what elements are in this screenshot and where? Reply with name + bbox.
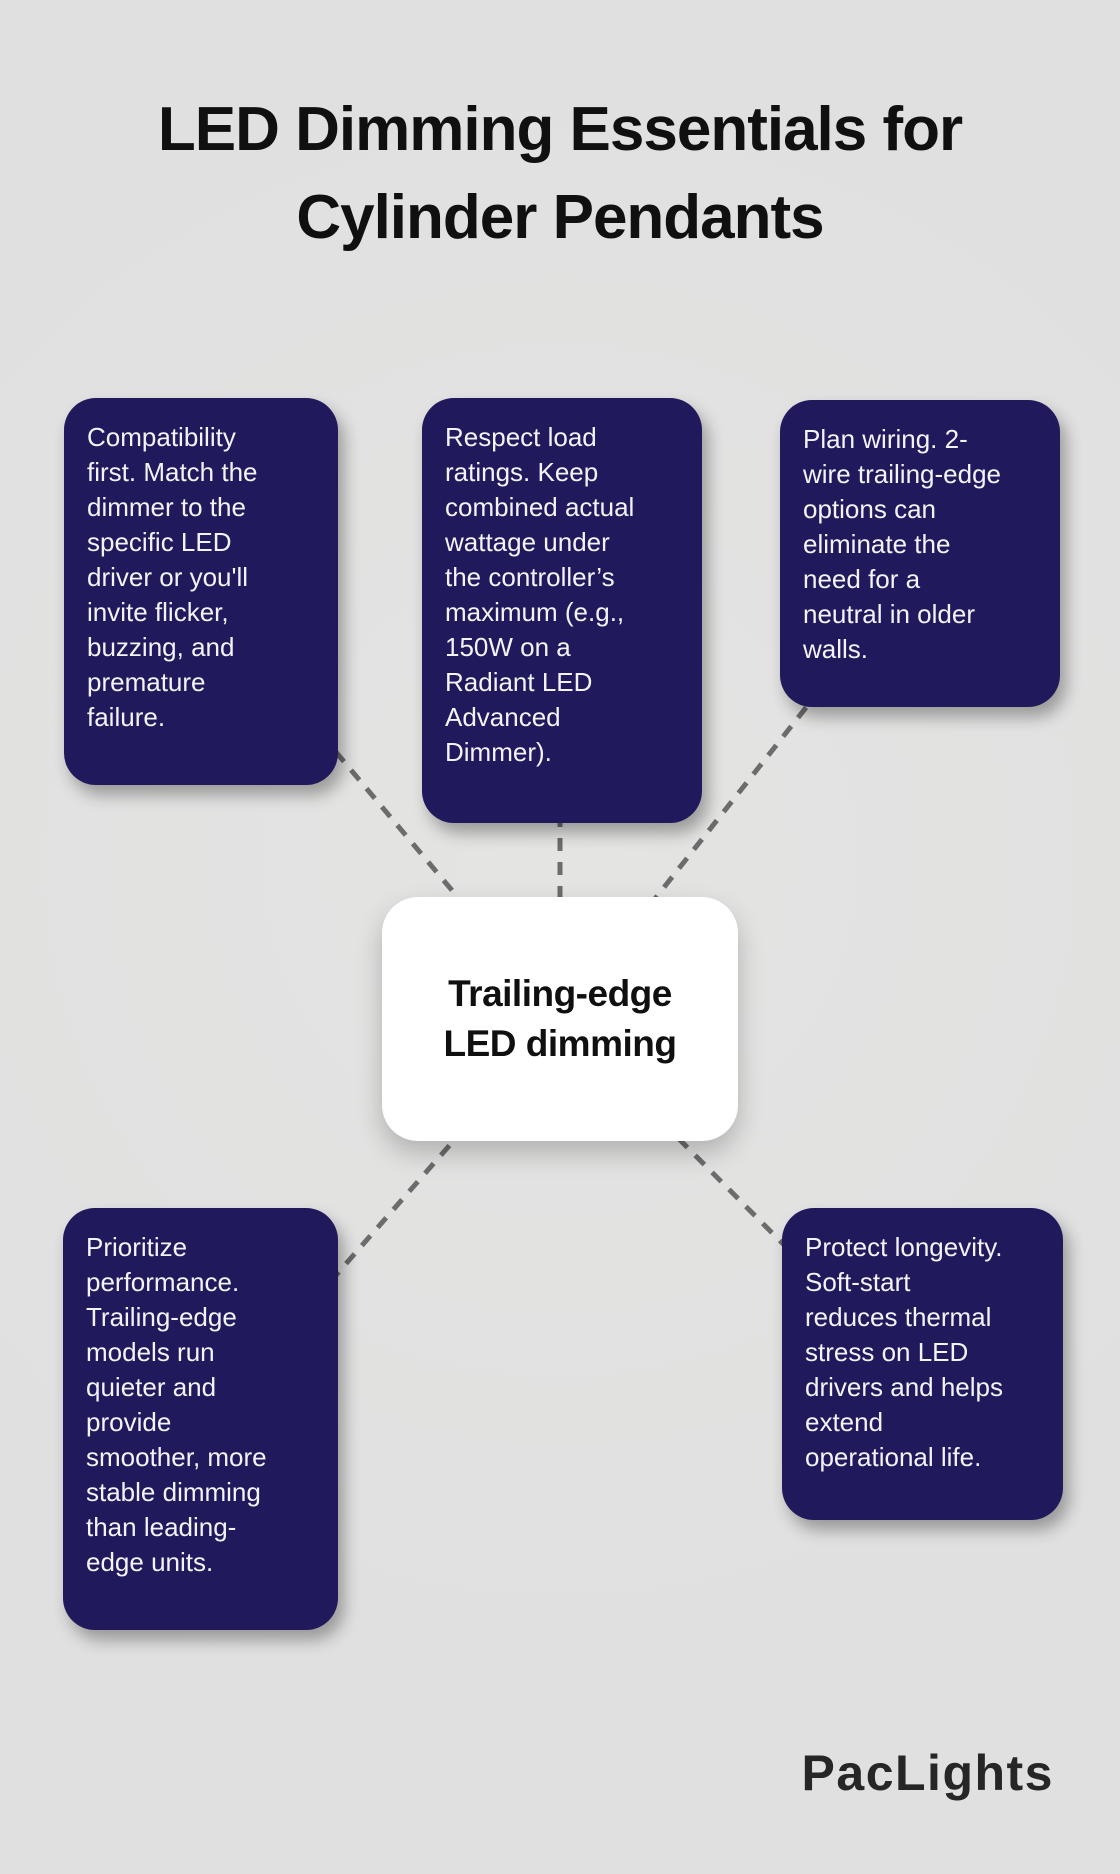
paclights-logo: PacLights	[801, 1745, 1054, 1801]
tip-box-wiring: Plan wiring. 2- wire trailing-edge optio…	[780, 400, 1060, 707]
tip-box-load-ratings: Respect load ratings. Keep combined actu…	[422, 398, 702, 823]
tip-text-wiring: Plan wiring. 2- wire trailing-edge optio…	[803, 424, 1001, 664]
center-node-label: Trailing-edge LED dimming	[443, 973, 677, 1064]
connector-line-wiring	[558, 698, 814, 1021]
tip-box-compatibility: Compatibility first. Match the dimmer to…	[64, 398, 338, 785]
tip-text-load-ratings: Respect load ratings. Keep combined actu…	[445, 422, 635, 767]
center-node: Trailing-edge LED dimming	[382, 897, 738, 1141]
page-title: LED Dimming Essentials for Cylinder Pend…	[157, 95, 963, 252]
tip-text-compatibility: Compatibility first. Match the dimmer to…	[87, 422, 258, 732]
tip-text-performance: Prioritize performance. Trailing-edge mo…	[86, 1232, 267, 1577]
tip-box-performance: Prioritize performance. Trailing-edge mo…	[63, 1208, 338, 1630]
tip-box-longevity: Protect longevity. Soft-start reduces th…	[782, 1208, 1063, 1520]
tip-text-longevity: Protect longevity. Soft-start reduces th…	[805, 1232, 1003, 1472]
